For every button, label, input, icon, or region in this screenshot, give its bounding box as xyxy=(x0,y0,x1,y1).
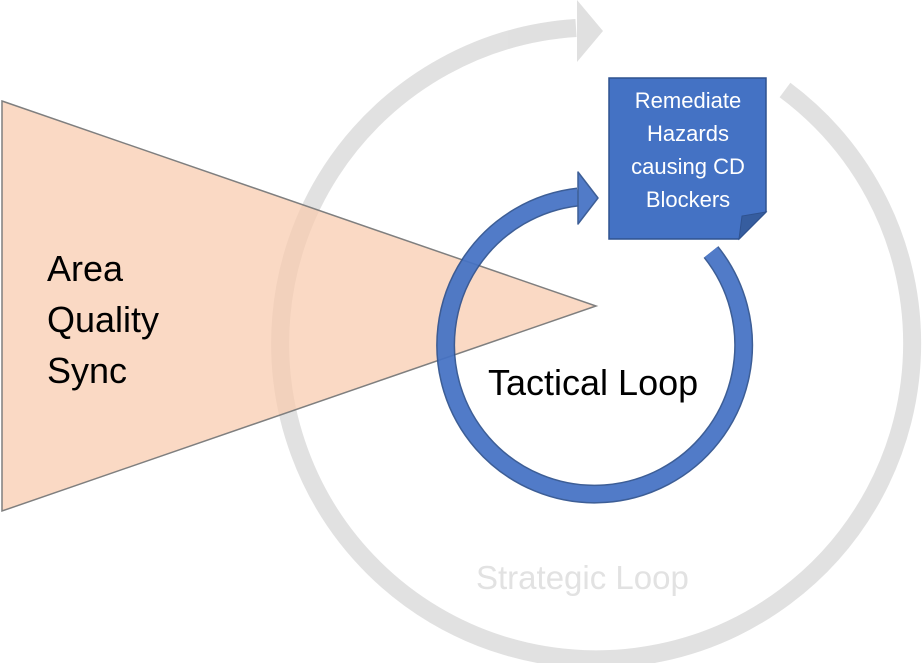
strategic-loop-arrow xyxy=(271,0,922,663)
strategic-loop-arrowhead xyxy=(577,0,603,62)
remediation-note-text: Remediate Hazards causing CD Blockers xyxy=(611,84,765,216)
area-quality-sync-label: Area Quality Sync xyxy=(47,243,159,396)
strategic-loop-label: Strategic Loop xyxy=(476,559,689,596)
tactical-loop-label: Tactical Loop xyxy=(488,362,699,403)
strategic-loop-ring xyxy=(271,19,922,663)
remediation-note xyxy=(608,77,768,241)
area-label-line-3: Sync xyxy=(47,350,128,391)
note-line-3: causing CD xyxy=(631,154,745,179)
tactical-loop-arrow xyxy=(436,171,754,504)
note-fold-corner xyxy=(738,211,768,241)
area-quality-sync-triangle xyxy=(1,99,599,513)
area-label-line-1: Area xyxy=(47,248,124,289)
note-line-4: Blockers xyxy=(645,187,731,212)
tactical-loop-ring-fill xyxy=(437,189,752,503)
note-line-2: Hazards xyxy=(647,121,729,146)
area-label-line-2: Quality xyxy=(47,299,160,340)
tactical-loop-arrowhead xyxy=(577,171,599,225)
note-line-1: Remediate xyxy=(634,88,742,113)
